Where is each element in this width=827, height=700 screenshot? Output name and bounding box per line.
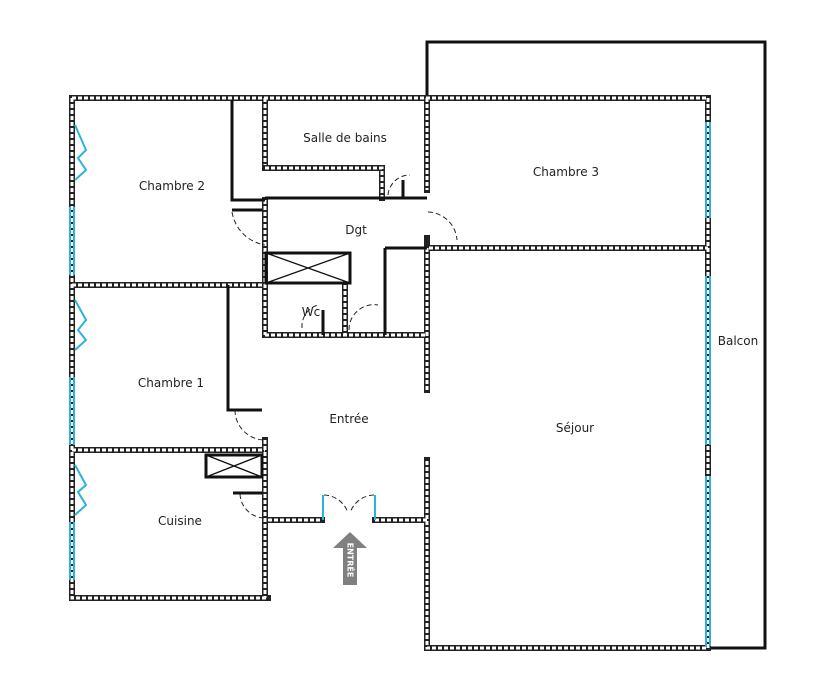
room-label-dgt: Dgt	[345, 223, 367, 237]
room-label-chambre-2: Chambre 2	[139, 179, 205, 193]
door-swings	[231, 174, 458, 519]
room-label-balcon: Balcon	[718, 334, 758, 348]
balcony-outline	[425, 40, 767, 650]
room-label-salle-de-bains: Salle de bains	[303, 131, 387, 145]
room-label-cuisine: Cuisine	[158, 514, 202, 528]
entrance-arrow-label: ENTRÉE	[346, 543, 357, 578]
partitions	[226, 100, 427, 495]
room-label-sejour: Séjour	[556, 421, 594, 435]
room-label-wc: Wc	[302, 305, 320, 319]
closet-cuisine	[204, 453, 264, 479]
entrance-arrow-icon: ENTRÉE	[333, 532, 367, 585]
room-label-chambre-1: Chambre 1	[138, 376, 204, 390]
room-label-entree: Entrée	[329, 412, 368, 426]
room-label-chambre-3: Chambre 3	[533, 165, 599, 179]
windows	[69, 122, 711, 646]
closet-dgt	[264, 251, 352, 285]
